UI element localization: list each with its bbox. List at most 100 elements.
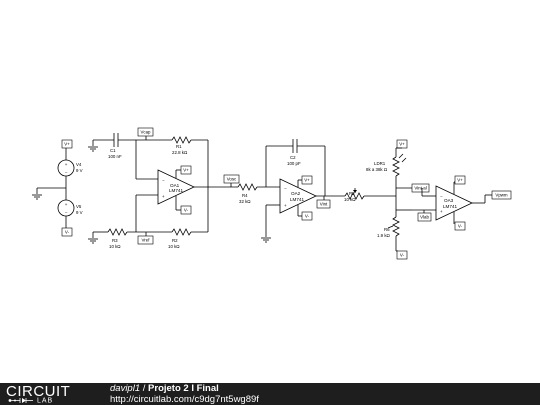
r5-value: 10 kΩ bbox=[344, 197, 356, 202]
net-label-vosc[interactable]: Vosc bbox=[223, 174, 240, 187]
oa1-part: LM741 bbox=[169, 188, 183, 193]
circuit-trace-icon bbox=[8, 398, 33, 403]
project-heading: davipl1 / Projeto 2 I Final bbox=[110, 383, 259, 395]
oa1-minus-pin: − bbox=[162, 178, 165, 183]
r2-value: 10 kΩ bbox=[168, 244, 180, 249]
oa2-part: LM741 bbox=[290, 197, 304, 202]
oa3-minus-pin: − bbox=[440, 194, 443, 199]
v4-plus-sign: + bbox=[65, 162, 68, 167]
oa2-minus-pin: − bbox=[284, 186, 287, 191]
oa3-name: OA3 bbox=[444, 198, 454, 203]
v5-value: 9 V bbox=[76, 210, 83, 215]
r1-name: R1 bbox=[176, 144, 182, 149]
project-meta: davipl1 / Projeto 2 I Final http://circu… bbox=[110, 383, 259, 405]
r3-value: 10 kΩ bbox=[109, 244, 121, 249]
power-supply-section: + − V4 9 V + − V5 9 V V+ V- bbox=[31, 139, 83, 237]
resistor-r2[interactable]: R2 10 kΩ bbox=[168, 228, 192, 249]
net-label-vplus-oa3[interactable]: V+ bbox=[454, 175, 466, 185]
voltage-source-v5[interactable]: + − V5 9 V bbox=[57, 199, 83, 217]
oscillator-stage: C1 100 nF R1 22.8 kΩ Vcap − + OA1 LM741 bbox=[87, 127, 240, 249]
schematic-canvas[interactable]: + − V4 9 V + − V5 9 V V+ V- C1 bbox=[0, 0, 540, 383]
integrator-stage: R4 32 kΩ C2 100 pF − + OA2 LM741 V+ bbox=[236, 139, 345, 243]
c2-value: 100 pF bbox=[287, 161, 301, 166]
svg-text:Vlab: Vlab bbox=[420, 215, 429, 220]
capacitor-c2[interactable]: C2 100 pF bbox=[287, 139, 301, 166]
svg-text:V+: V+ bbox=[457, 178, 463, 183]
opamp-oa1[interactable]: − + OA1 LM741 bbox=[157, 169, 195, 205]
c2-name: C2 bbox=[290, 155, 296, 160]
v4-value: 9 V bbox=[76, 168, 83, 173]
voltage-source-v4[interactable]: + − V4 9 V bbox=[57, 159, 83, 177]
oa1-name: OA1 bbox=[170, 183, 180, 188]
v5-name: V5 bbox=[76, 204, 82, 209]
r2-name: R2 bbox=[172, 238, 178, 243]
oa3-plus-pin: + bbox=[440, 209, 443, 214]
svg-text:Vpwm: Vpwm bbox=[495, 193, 508, 198]
net-label-vplus-supply[interactable]: V+ bbox=[61, 139, 73, 149]
net-label-vint[interactable]: Vint bbox=[316, 196, 331, 209]
comparator-stage: R5 10 kΩ V+ LDR1 8k a 38k Ω Vint-al bbox=[344, 139, 512, 260]
footer-bar: CIRCUIT LAB davipl1 / Projeto 2 I Final … bbox=[0, 383, 540, 405]
net-label-vint-al[interactable]: Vint-al bbox=[411, 183, 430, 193]
project-title[interactable]: Projeto 2 I Final bbox=[148, 383, 219, 394]
v5-plus-sign: + bbox=[65, 202, 68, 207]
svg-text:V-: V- bbox=[458, 224, 463, 229]
svg-text:V+: V+ bbox=[183, 168, 189, 173]
svg-text:V-: V- bbox=[305, 214, 310, 219]
svg-text:Vint: Vint bbox=[320, 202, 328, 207]
ldr1-name: LDR1 bbox=[374, 161, 386, 166]
logo-text-main: CIRCUIT bbox=[6, 383, 71, 400]
net-label-vminus-supply[interactable]: V- bbox=[61, 227, 73, 237]
capacitor-c1[interactable]: C1 100 nF bbox=[108, 133, 122, 159]
oa3-part: LM741 bbox=[443, 204, 457, 209]
r4-name: R4 bbox=[242, 193, 248, 198]
oa2-name: OA2 bbox=[291, 191, 301, 196]
resistor-r4[interactable]: R4 32 kΩ bbox=[237, 183, 258, 204]
author-link[interactable]: davipl1 bbox=[110, 383, 141, 394]
net-label-vminus-oa3[interactable]: V- bbox=[454, 221, 466, 231]
ldr-ldr1[interactable]: LDR1 8k a 38k Ω bbox=[366, 153, 407, 177]
svg-text:Vcap: Vcap bbox=[140, 130, 151, 135]
ground-symbol bbox=[260, 237, 272, 243]
v4-minus-sign: − bbox=[65, 170, 68, 175]
svg-text:V-: V- bbox=[65, 230, 70, 235]
net-label-vplus-oa1[interactable]: V+ bbox=[180, 165, 192, 175]
resistor-r3[interactable]: R3 10 kΩ bbox=[107, 228, 128, 249]
svg-text:V+: V+ bbox=[304, 178, 310, 183]
net-label-vminus-r6[interactable]: V- bbox=[396, 250, 408, 260]
project-url[interactable]: http://circuitlab.com/c9dg7nt5wg89f bbox=[110, 393, 259, 405]
svg-text:V+: V+ bbox=[399, 142, 405, 147]
svg-text:V+: V+ bbox=[64, 142, 70, 147]
r4-value: 32 kΩ bbox=[239, 199, 251, 204]
svg-text:Vosc: Vosc bbox=[227, 177, 237, 182]
svg-text:Vref: Vref bbox=[142, 238, 151, 243]
oa2-plus-pin: + bbox=[284, 203, 287, 208]
r3-name: R3 bbox=[112, 238, 118, 243]
logo-text-sub: LAB bbox=[8, 397, 53, 405]
net-label-vminus-oa1[interactable]: V- bbox=[180, 205, 192, 215]
c1-value: 100 nF bbox=[108, 154, 122, 159]
resistor-r5[interactable]: R5 10 kΩ bbox=[344, 188, 365, 202]
svg-text:V-: V- bbox=[184, 208, 189, 213]
r5-name: R5 bbox=[349, 191, 355, 196]
net-label-vref[interactable]: Vref bbox=[137, 232, 154, 245]
net-label-vpwm[interactable]: Vpwm bbox=[491, 190, 512, 200]
svg-text:Vint-al: Vint-al bbox=[414, 186, 426, 191]
ldr1-value: 8k a 38k Ω bbox=[366, 167, 388, 172]
oa1-plus-pin: + bbox=[162, 194, 165, 199]
ground-symbol bbox=[31, 194, 43, 200]
potentiometer-r6[interactable]: R6 1.9 kΩ bbox=[377, 210, 400, 238]
net-label-vlab[interactable]: Vlab bbox=[417, 210, 432, 222]
svg-text:V-: V- bbox=[400, 253, 405, 258]
net-label-vcap[interactable]: Vcap bbox=[137, 127, 154, 140]
c1-name: C1 bbox=[110, 148, 116, 153]
opamp-oa3[interactable]: − + OA3 LM741 bbox=[435, 185, 473, 221]
net-label-vminus-oa2[interactable]: V- bbox=[301, 211, 313, 221]
circuitlab-logo[interactable]: CIRCUIT LAB bbox=[6, 384, 92, 404]
net-label-vplus-oa2[interactable]: V+ bbox=[301, 175, 313, 185]
opamp-oa2[interactable]: − + OA2 LM741 bbox=[279, 178, 317, 214]
v5-minus-sign: − bbox=[65, 210, 68, 215]
separator: / bbox=[140, 383, 149, 394]
net-label-vplus-ldr[interactable]: V+ bbox=[396, 139, 408, 149]
resistor-r1[interactable]: R1 22.8 kΩ bbox=[171, 136, 192, 155]
